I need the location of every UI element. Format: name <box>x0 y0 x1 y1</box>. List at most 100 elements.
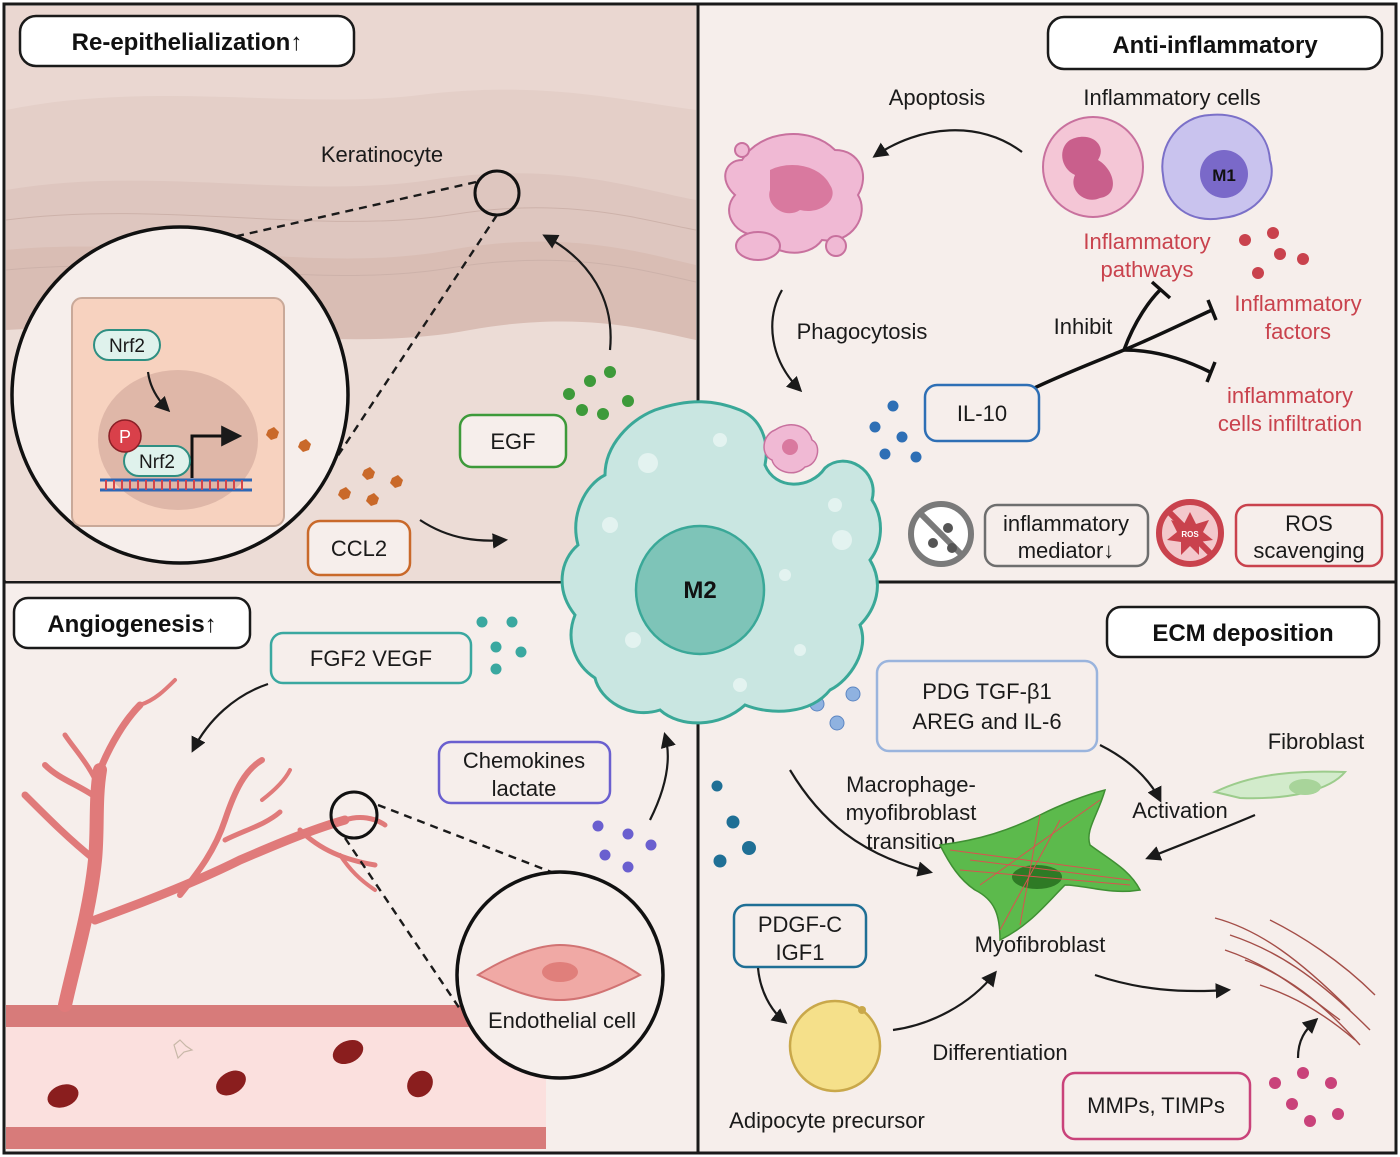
ecm-arrow <box>1094 973 1232 999</box>
red-blood-cells <box>47 1039 433 1108</box>
title-anti-inflammatory: Anti-inflammatory <box>1112 32 1318 59</box>
vessel-magnifier <box>329 790 379 840</box>
il10-box: IL-10 <box>923 383 1041 443</box>
capillary-tree <box>21 678 388 1012</box>
no-symbol-icon <box>908 501 974 567</box>
mediator-label-1: inflammatory <box>1003 511 1129 536</box>
nrf2-top-pill: Nrf2 <box>93 329 161 361</box>
label-fibroblast: Fibroblast <box>1268 729 1365 754</box>
il10-label: IL-10 <box>957 401 1007 426</box>
label-endothelial-cell: Endothelial cell <box>488 1008 636 1033</box>
ros-label-1: ROS <box>1285 511 1333 536</box>
ecm-factors-box: PDG TGF-β1 AREG and IL-6 <box>875 659 1099 753</box>
blood-vessel <box>6 1005 546 1149</box>
label-inflammatory-cells: Inflammatory cells <box>1083 85 1260 110</box>
apoptotic-cell <box>724 133 864 261</box>
m2-vesicles <box>602 433 852 692</box>
dna-strand <box>100 478 252 492</box>
chemokine-particles <box>592 820 657 873</box>
ros-icon-label: ROS <box>1181 530 1199 539</box>
title-angiogenesis: Angiogenesis↑ <box>47 611 216 638</box>
phagocytosis-arrow <box>771 289 803 393</box>
mmp-particles <box>1269 1067 1344 1127</box>
label-phagocytosis: Phagocytosis <box>797 319 928 344</box>
pdgf-igf1-box: PDGF-C IGF1 <box>732 903 868 969</box>
neutrophil-cell <box>1042 116 1144 218</box>
growth-factor-particles <box>476 616 527 675</box>
title-anti-inflammatory-box: Anti-inflammatory <box>1046 15 1384 71</box>
ecm-factors-label-2: AREG and IL-6 <box>912 709 1061 734</box>
ccl2-label: CCL2 <box>331 536 387 561</box>
label-adipocyte-precursor: Adipocyte precursor <box>729 1108 925 1133</box>
pdgf-label-1: PDGF-C <box>758 912 842 937</box>
egf-box: EGF <box>458 413 568 469</box>
zoom-line-top <box>219 180 477 242</box>
myofibroblast-cell <box>938 788 1142 942</box>
ccl2-particles <box>266 427 403 506</box>
nrf2-translocation-arrow <box>146 371 171 413</box>
engulfed-apoptotic-body <box>763 424 819 474</box>
pdgf-label-2: IGF1 <box>776 940 825 965</box>
phospho-label: P <box>119 427 131 447</box>
transition-label-2: myofibroblast <box>846 800 977 825</box>
chemokines-box: Chemokines lactate <box>437 740 612 805</box>
ros-scavenging-box: ROS scavenging <box>1234 503 1384 568</box>
title-re-epithelialization: Re-epithelialization↑ <box>72 29 303 56</box>
chemokines-label-1: Chemokines <box>463 748 585 773</box>
fgf2-vegf-box: FGF2 VEGF <box>269 631 473 685</box>
title-ecm-box: ECM deposition <box>1105 605 1381 659</box>
activation-arrow <box>1099 744 1162 803</box>
vessel-zoom-line-bottom <box>344 837 463 1013</box>
inflammatory-mediator-box: inflammatory mediator↓ <box>983 503 1150 568</box>
label-factors-1: Inflammatory <box>1234 291 1361 316</box>
keratinocyte-zoom: Nrf2 Nrf2 P <box>10 225 350 565</box>
endothelial-zoom <box>455 870 665 1080</box>
egf-label: EGF <box>490 429 535 454</box>
egf-particles <box>563 366 634 420</box>
label-differentiation: Differentiation <box>932 1040 1067 1065</box>
pdgf-arrow <box>756 967 788 1024</box>
m1-macrophage: M1 <box>1161 113 1273 221</box>
il10-particles <box>869 400 922 463</box>
ccl2-arrow <box>419 519 509 549</box>
differentiation-arrow <box>892 970 997 1032</box>
label-apoptosis: Apoptosis <box>889 85 986 110</box>
label-inhibit: Inhibit <box>1054 314 1113 339</box>
label-myofibroblast: Myofibroblast <box>975 932 1106 957</box>
inflammatory-factor-dots <box>1239 227 1309 279</box>
title-ecm-deposition: ECM deposition <box>1152 620 1333 647</box>
collagen-fibers <box>1214 917 1376 1046</box>
nrf2-bottom-label: Nrf2 <box>139 452 175 473</box>
ccl2-box: CCL2 <box>306 519 412 577</box>
growth-factor-arrow <box>191 682 269 753</box>
apoptosis-arrow <box>872 129 1023 158</box>
fibroblast-cell <box>1212 770 1348 800</box>
zoom-line-bottom <box>333 214 499 461</box>
fgf2-vegf-label: FGF2 VEGF <box>310 646 432 671</box>
myofibroblast-precursor-particles <box>711 780 756 868</box>
label-pathways-2: pathways <box>1101 257 1194 282</box>
label-keratinocyte: Keratinocyte <box>321 142 443 167</box>
mmps-timps-box: MMPs, TIMPs <box>1061 1071 1252 1141</box>
m1-label: M1 <box>1212 166 1236 185</box>
title-angiogenesis-box: Angiogenesis↑ <box>12 596 252 650</box>
fibroblast-arrow <box>1145 813 1256 861</box>
label-factors-2: factors <box>1265 319 1331 344</box>
m2-macrophage: M2 <box>560 400 882 725</box>
m2-label: M2 <box>683 577 716 604</box>
title-re-epithelialization-box: Re-epithelialization↑ <box>18 14 356 68</box>
label-activation: Activation <box>1132 798 1227 823</box>
mediator-label-2: mediator↓ <box>1018 538 1115 563</box>
transition-label-3: transition <box>866 829 955 854</box>
label-infiltration-2: cells infiltration <box>1218 411 1362 436</box>
transition-arrow <box>789 769 933 877</box>
chemokine-arrow <box>649 732 676 821</box>
chemokines-label-2: lactate <box>492 776 557 801</box>
label-pathways-1: Inflammatory <box>1083 229 1210 254</box>
egf-arrow <box>542 234 612 351</box>
ecm-factors-label-1: PDG TGF-β1 <box>922 679 1052 704</box>
transcription-arrow-icon <box>190 425 243 478</box>
phospho-badge: P <box>108 419 142 453</box>
label-infiltration-1: inflammatory <box>1227 383 1353 408</box>
